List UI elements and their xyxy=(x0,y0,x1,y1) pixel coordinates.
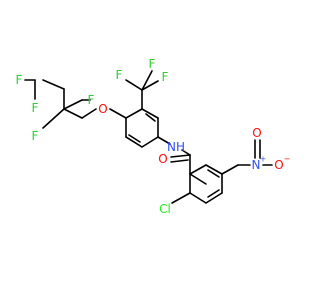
atom-nitro-nitrogen: N xyxy=(252,158,261,172)
molecule-diagram: F F F F O F F F NH O Cl N + O O − xyxy=(16,57,291,216)
nitro-negative-charge: − xyxy=(284,155,291,164)
atom-chlorine: Cl xyxy=(159,202,171,216)
bond-skeleton xyxy=(24,70,273,204)
nitro-positive-charge: + xyxy=(260,155,267,164)
atom-fluorine-cf3: F xyxy=(149,57,156,71)
atom-fluorine: F xyxy=(32,129,39,143)
atom-fluorine: F xyxy=(88,93,95,107)
atom-labels: F F F F O F F F NH O Cl N + O O − xyxy=(16,57,291,216)
atom-fluorine: F xyxy=(16,73,23,87)
atom-fluorine-cf3: F xyxy=(162,70,169,84)
atom-carbonyl-oxygen: O xyxy=(158,152,167,166)
atom-fluorine-cf3: F xyxy=(116,68,123,82)
atom-amide-nitrogen: NH xyxy=(167,140,185,154)
atom-nitro-oxygen: O xyxy=(274,158,283,172)
atom-oxygen-ether: O xyxy=(98,102,107,116)
atom-fluorine: F xyxy=(32,101,39,115)
atom-nitro-oxygen: O xyxy=(252,126,261,140)
